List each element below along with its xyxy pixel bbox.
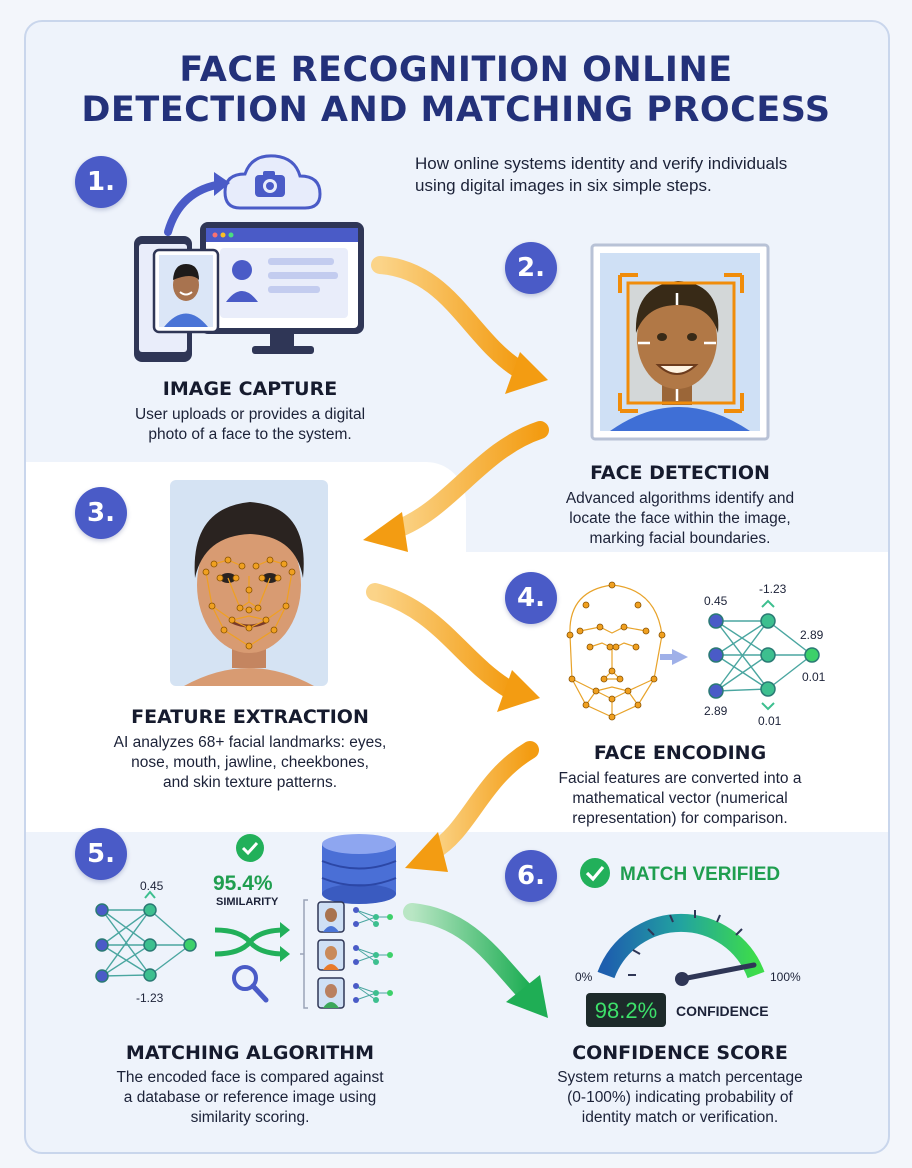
step-3-desc-line: nose, mouth, jawline, cheekbones, [131,754,369,771]
step-5-desc-line: a database or reference image using [123,1089,377,1106]
arrow-4-5-head [405,832,448,872]
arrow-5-6 [403,903,537,1004]
step-5-number: 5. [75,828,127,880]
confidence-illustration: MATCH VERIFIED 0% 100% 98.2% CONFIDENCE [575,858,801,1027]
arrow-2-3-head [363,512,408,552]
step-2-number: 2. [505,242,557,294]
matching-illustration: 0.45 -1.23 95.4% SIMILARITY [95,834,397,1009]
match-verified-badge: MATCH VERIFIED [620,864,780,885]
check-icon [580,858,610,888]
enc-value: 0.01 [758,714,782,728]
arrow-5-6-head [506,975,548,1018]
arrow-2-3 [386,421,549,539]
step-6-number: 6. [505,850,557,902]
enc-value: 0.45 [704,594,728,608]
step-1-description: User uploads or provides a digital photo… [90,405,410,445]
gauge-min-label: 0% [575,970,593,984]
step-3-desc-line: AI analyzes 68+ facial landmarks: eyes, [113,734,387,751]
step-3-description: AI analyzes 68+ facial landmarks: eyes, … [75,733,425,793]
candidate-row [317,939,393,971]
bracket [300,899,308,1009]
enc-value: 0.01 [802,670,826,684]
step-2-heading: FACE DETECTION [590,462,770,484]
photo-card [152,248,220,334]
step-4-desc-line: mathematical vector (numerical [572,790,788,807]
upload-illustration [134,154,364,362]
step-4-number: 4. [505,572,557,624]
encode-arrow [672,649,688,665]
step-4-description: Facial features are converted into a mat… [520,769,840,829]
step-6-heading: CONFIDENCE SCORE [572,1042,788,1064]
face-detection-illustration [590,243,770,441]
step-5-description: The encoded face is compared against a d… [80,1068,420,1128]
encoding-network-nodes [708,613,820,699]
match-value: -1.23 [136,991,164,1005]
infographic-card [24,20,890,1154]
database-icon [321,834,397,904]
arrow-4-5 [423,741,539,861]
step-3-desc-line: and skin texture patterns. [162,774,338,791]
match-value: 0.45 [140,879,164,893]
encoding-network-edges [715,620,813,692]
page-title-line1: FACE RECOGNITION ONLINE [179,50,733,90]
step-4-desc-line: representation) for comparison. [572,810,788,827]
step-6-desc-line: System returns a match percentage [557,1069,803,1086]
gauge-ticks [628,910,743,976]
step-4-desc-line: Facial features are converted into a [558,770,802,787]
subtitle-line2: using digital images in six simple steps… [415,176,712,195]
step-5-heading: MATCHING ALGORITHM [125,1042,375,1064]
step-2-description: Advanced algorithms identify and locate … [520,489,840,549]
step-4-heading: FACE ENCODING [593,742,767,764]
step-2-desc-line: Advanced algorithms identify and [565,490,795,507]
arrow-3-4 [366,583,519,699]
gauge-max-label: 100% [770,970,801,984]
confidence-label: CONFIDENCE [676,1003,769,1019]
step-6-desc-line: (0-100%) indicating probability of [567,1089,793,1106]
check-icon [236,834,264,862]
arrow-3-4-head [497,670,540,712]
gauge-needle [679,962,757,982]
candidate-row [317,977,393,1009]
wireframe-face [569,584,663,718]
face-encoding-illustration: 0.45 -1.23 2.89 2.89 0.01 0.01 [566,581,826,728]
step-5-desc-line: similarity scoring. [190,1109,310,1126]
step-2-desc-line: marking facial boundaries. [589,530,771,547]
step-1-heading: IMAGE CAPTURE [162,378,338,400]
step-1-number: 1. [75,156,127,208]
upload-arrow [164,180,226,236]
similarity-label: SIMILARITY [216,896,279,908]
page-title-line2: DETECTION AND MATCHING PROCESS [81,90,831,130]
step-6-description: System returns a match percentage (0-100… [520,1068,840,1128]
subtitle-line1: How online systems identity and verify i… [415,154,788,173]
subtitle: How online systems identity and verify i… [415,153,875,197]
step-2-desc-line: locate the face within the image, [569,510,791,527]
arrow-1-2 [371,256,529,379]
step-3-number: 3. [75,487,127,539]
cloud-icon [223,154,322,210]
landmark-points [202,556,296,650]
arrow-1-2-head [505,352,548,394]
feature-extraction-illustration [170,480,328,686]
enc-value: 2.89 [704,704,728,718]
gauge-arc [597,913,765,979]
shuffle-icon [214,927,286,957]
match-network-nodes [95,903,197,983]
step-6-desc-line: identity match or verification. [581,1109,779,1126]
similarity-value: 95.4% [213,872,273,895]
step-5-desc-line: The encoded face is compared against [116,1069,384,1086]
band [26,762,466,832]
enc-value: 2.89 [800,628,824,642]
step-1-desc-line: photo of a face to the system. [148,426,352,443]
candidate-row [317,901,393,933]
monitor [200,222,364,354]
step-1-desc-line: User uploads or provides a digital [134,406,366,423]
search-icon [232,965,269,1003]
wireframe-points [566,581,666,721]
step-3-heading: FEATURE EXTRACTION [131,706,369,728]
enc-value: -1.23 [759,582,787,596]
confidence-value: 98.2% [595,998,657,1023]
